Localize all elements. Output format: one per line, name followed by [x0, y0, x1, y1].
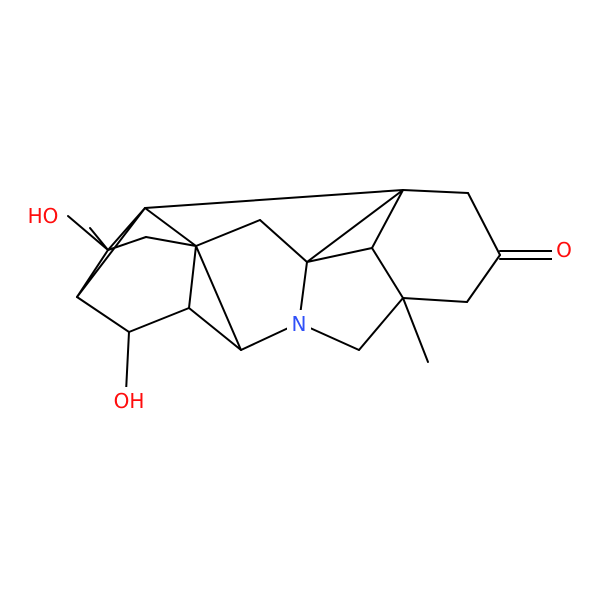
- hydroxyl-lower-label: OH: [114, 389, 145, 413]
- bond-c1-c2: [144, 189, 404, 209]
- bond-c6-c7: [371, 247, 404, 299]
- bond-c7-c2: [371, 189, 404, 249]
- hydroxyl-lower-label-group: OH: [108, 387, 150, 413]
- bond-c11-c14: [128, 307, 190, 333]
- bond-c12-c10: [195, 245, 242, 351]
- bond-c2-c3: [402, 189, 469, 194]
- hydroxyl-lower-label-background: [108, 387, 150, 413]
- bond-c17-c10: [145, 236, 197, 247]
- atom-label-layer: HO OH O N: [22, 202, 576, 413]
- bond-c3-c4: [467, 192, 501, 256]
- bond-c6-c13: [358, 297, 404, 351]
- bond-c11-c12: [188, 307, 242, 351]
- bond-c16-me: [89, 227, 109, 251]
- ring-nitrogen-label-group: N: [287, 310, 311, 336]
- ring-nitrogen-label: N: [292, 312, 307, 336]
- hydroxyl-upper-label-group: HO: [22, 202, 64, 228]
- bond-c5-c6: [402, 297, 468, 303]
- hydroxyl-upper-label: HO: [28, 204, 59, 228]
- bond-c6-c18: [402, 297, 429, 363]
- bond-c7-c8: [306, 247, 373, 263]
- ketone-oxygen-label-group: O: [552, 236, 576, 262]
- hydroxyl-upper-label-background: [22, 202, 64, 228]
- bond-c2-c8: [306, 189, 404, 263]
- bond-c1-c10: [144, 207, 197, 247]
- bond-c9-c10: [195, 219, 261, 247]
- bond-c8-c9: [259, 219, 308, 263]
- bond-c14-c15: [76, 296, 130, 333]
- ring-nitrogen-label-background: [287, 310, 311, 336]
- bond-layer: [67, 189, 558, 393]
- bond-c4-c5: [466, 254, 501, 303]
- bond-c16-o1: [67, 215, 109, 251]
- bond-c16-c17: [107, 236, 147, 251]
- bond-c14-o2: [125, 331, 130, 393]
- bond-c15-c1: [76, 207, 146, 298]
- ketone-oxygen-label: O: [556, 238, 572, 262]
- bond-c10-c11: [188, 245, 197, 309]
- ketone-oxygen-label-background: [552, 236, 576, 262]
